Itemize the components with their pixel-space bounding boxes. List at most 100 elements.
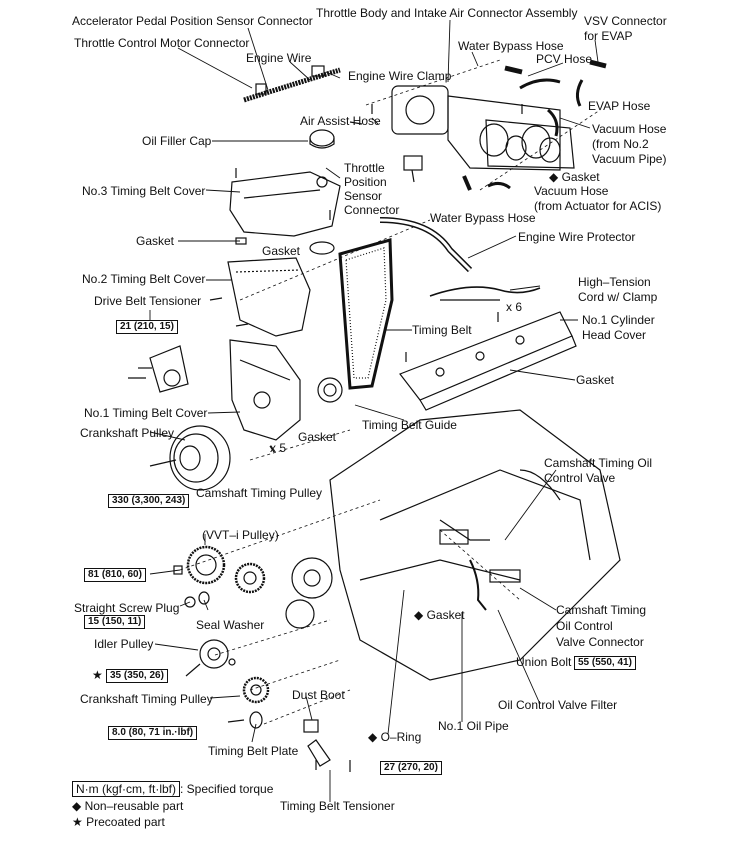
label-idler-pulley: Idler Pulley [94,637,154,651]
diamond-symbol: ◆ [72,799,82,813]
label-no3-timing-belt-cover: No.3 Timing Belt Cover [82,184,206,198]
legend-torque-unit: N·m (kgf·cm, ft·lbf) [72,781,180,797]
label-tps: Throttle [344,161,385,175]
high-tension-cord [429,286,541,301]
label-no2-timing-belt-cover: No.2 Timing Belt Cover [82,272,206,286]
label-water-bypass-hose-mid: Water Bypass Hose [430,211,536,225]
camshaft-timing-pulley-art [173,545,266,594]
torque-union-bolt: 55 (550, 41) [574,656,636,670]
label-water-bypass-hose-top: Water Bypass Hose [458,39,564,53]
label-throttle-body-assembly: Throttle Body and Intake Air Connector A… [316,6,578,20]
label-camshaft-ocv: Camshaft Timing Oil [544,456,653,470]
diamond-symbol: ◆ [368,730,378,744]
label-timing-belt: Timing Belt [412,323,472,337]
label-cam-ocv-connector: Camshaft Timing [556,603,647,617]
crankshaft-pulley-art [149,425,231,491]
engine-block [285,409,621,681]
torque-straight-screw-plug: 15 (150, 11) [84,615,146,629]
label-accelerator-pedal-sensor: Accelerator Pedal Position Sensor Connec… [72,14,313,28]
label-o-ring: ◆ O–Ring [368,730,422,744]
drive-belt-tensioner [128,345,189,393]
label-air-assist-hose: Air Assist Hose [300,114,381,128]
label-no1-oil-pipe: No.1 Oil Pipe [438,719,509,733]
label-x5: x 5 [270,441,287,455]
label-timing-belt-plate: Timing Belt Plate [208,744,299,758]
label-straight-screw-plug: Straight Screw Plug [74,601,180,615]
cover-gaskets [235,237,335,255]
label-pcv-hose: PCV Hose [536,52,593,66]
bolts [209,104,523,453]
star-symbol: ★ [72,815,83,829]
label-gasket-left: Gasket [136,234,175,248]
star-idler-pulley: ★ [92,668,103,682]
label-tps-line2: Position [344,175,387,189]
label-union-bolt: Union Bolt [516,655,572,669]
torque-camshaft-timing-pulley: 81 (810, 60) [84,568,146,582]
legend-non-reusable: ◆ Non–reusable part [72,799,184,813]
timing-belt-plate-art [227,711,263,729]
label-gasket-mid: Gasket [262,244,301,258]
label-seal-washer: Seal Washer [196,618,265,632]
label-gasket-intake: ◆ Gasket [549,170,600,184]
legend-torque-desc: : Specified torque [180,782,274,796]
label-high-tension-cord-line2: Cord w/ Clamp [578,290,658,304]
no1-cylinder-head-cover [399,311,577,411]
label-vvti-pulley: (VVT–i Pulley) [202,528,279,542]
torque-timing-belt-plate: 8.0 (80, 71 in.·lbf) [108,726,198,740]
label-high-tension-cord: High–Tension [578,275,651,289]
label-engine-wire-clamp: Engine Wire Clamp [348,69,452,83]
label-vacuum-hose-no2: Vacuum Hose [592,122,667,136]
label-tps-line4: Connector [344,203,400,217]
engine-wire-protector [379,217,473,273]
legend-precoated: ★ Precoated part [72,815,165,829]
label-tps-line3: Sensor [344,189,383,203]
crankshaft-timing-pulley-art [242,676,270,704]
torque-drive-belt-tensioner: 21 (210, 15) [116,320,178,334]
label-timing-belt-tensioner: Timing Belt Tensioner [280,799,395,813]
label-oil-control-valve-filter: Oil Control Valve Filter [498,698,618,712]
label-vsv-connector-evap: for EVAP [584,29,633,43]
no1-timing-belt-cover [229,339,301,441]
leader-lines [149,19,599,802]
label-vacuum-hose-acis-line2: (from Actuator for ACIS) [534,199,662,213]
idler-pulley-art [185,639,236,677]
diamond-symbol: ◆ [414,608,424,622]
label-dust-boot: Dust Boot [292,688,345,702]
label-gasket-lower: Gasket [298,430,337,444]
diamond-symbol: ◆ [549,170,559,184]
no2-timing-belt-cover [227,257,311,337]
torque-idler-pulley: 35 (350, 26) [106,669,168,683]
engine-wire [243,65,341,103]
camshaft-ocv-art [439,529,521,611]
torque-timing-belt-tensioner: 27 (270, 20) [380,761,442,775]
label-x6: x 6 [506,300,523,314]
label-gasket-ocv: ◆ Gasket [414,608,465,622]
timing-belt-tensioner-art [303,719,351,772]
label-engine-wire-protector: Engine Wire Protector [518,230,636,244]
tps-connector [403,155,423,183]
timing-belt-art [338,238,394,390]
label-throttle-control-motor: Throttle Control Motor Connector [74,36,250,50]
label-oil-filler-cap: Oil Filler Cap [142,134,212,148]
label-engine-wire: Engine Wire [246,51,312,65]
screw-plug-and-washer [184,591,210,608]
timing-belt-guide [317,377,343,403]
label-crankshaft-timing-pulley: Crankshaft Timing Pulley [80,692,213,706]
label-vacuum-hose-acis: Vacuum Hose [534,184,609,198]
label-crankshaft-pulley: Crankshaft Pulley [80,426,175,440]
label-camshaft-ocv-line2: Control Valve [544,471,616,485]
label-timing-belt-guide: Timing Belt Guide [362,418,457,432]
legend-torque: N·m (kgf·cm, ft·lbf): Specified torque [72,781,274,797]
label-drive-belt-tensioner: Drive Belt Tensioner [94,294,202,308]
label-no1-cylinder-head-cover-line2: Head Cover [582,328,647,342]
label-cam-ocv-connector-line2: Oil Control [556,619,613,633]
oil-filler-cap [309,129,335,149]
label-cam-ocv-connector-line3: Valve Connector [556,635,644,649]
torque-crankshaft-pulley: 330 (3,300, 243) [108,494,190,508]
no3-timing-belt-cover [229,171,341,237]
label-vsv-connector: VSV Connector [584,14,667,28]
label-vacuum-hose-no2-line2: (from No.2 [592,137,649,151]
label-no1-cylinder-head-cover: No.1 Cylinder [582,313,655,327]
